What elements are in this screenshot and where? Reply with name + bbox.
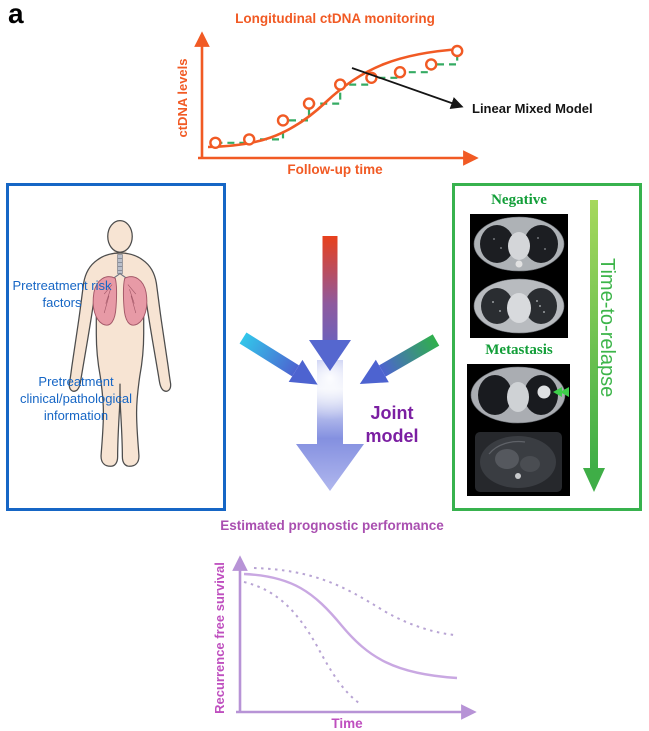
- metastasis-label: Metastasis: [485, 342, 553, 358]
- risk-factors-label: Pretreatment risk factors: [12, 278, 112, 310]
- metastasis-arrow-icon: [553, 387, 569, 397]
- body-head: [107, 219, 133, 253]
- metastasis-lesion: [537, 385, 551, 399]
- right-input-arrow: [359, 334, 440, 384]
- ctdna-y-label: ctDNA levels: [175, 59, 190, 138]
- ct-scan-metastasis: [467, 364, 570, 496]
- ct-scan-negative: [470, 214, 568, 338]
- panel-label: a: [8, 0, 24, 29]
- ctdna-fit-curve: [207, 47, 463, 149]
- ctdna-point: [451, 44, 464, 58]
- left-input-arrow: [239, 332, 318, 385]
- survival-curve: [243, 572, 458, 680]
- negative-label: Negative: [491, 192, 547, 208]
- survival-chart: Estimated prognostic performance Recurre…: [212, 518, 477, 731]
- clinical-info-label: Pretreatment clinical/pathological infor…: [19, 374, 132, 423]
- ctdna-point: [242, 133, 256, 146]
- ctdna-chart: Longitudinal ctDNA monitoring ctDNA leve…: [175, 11, 593, 177]
- time-to-relapse-arrow: [583, 200, 605, 492]
- ctdna-x-label: Follow-up time: [287, 162, 383, 177]
- ctdna-chart-title: Longitudinal ctDNA monitoring: [235, 11, 435, 26]
- trachea-rings: [117, 258, 123, 271]
- lung-left-icon: [92, 276, 118, 326]
- outcome-box: Negative Metastasis: [452, 183, 642, 511]
- confidence-lower-curve: [243, 581, 360, 704]
- ctdna-point: [425, 58, 438, 71]
- ct-negative-image: [470, 214, 568, 338]
- survival-y-label: Recurrence free survival: [212, 562, 227, 714]
- human-body-icon: [68, 219, 172, 467]
- ct-metastasis-image: [467, 364, 570, 496]
- ctdna-point: [333, 78, 347, 91]
- ctdna-point: [276, 114, 290, 127]
- body-torso: [68, 252, 172, 467]
- trachea-icon: [117, 254, 123, 274]
- ctdna-point: [302, 97, 316, 110]
- lung-right-icon: [122, 276, 148, 326]
- confidence-upper-curve: [253, 567, 455, 636]
- lmm-arrow: [351, 67, 464, 110]
- joint-model-label: Joint model: [365, 403, 419, 446]
- lung-vessels: [103, 284, 137, 314]
- ctdna-point: [209, 136, 222, 150]
- junction-glow: [288, 336, 372, 420]
- lmm-annotation: Linear Mixed Model: [472, 101, 593, 116]
- ctdna-step-line: [215, 51, 459, 144]
- time-to-relapse-label: Time-to-relapse: [596, 258, 618, 398]
- joint-model-arrows: [239, 236, 440, 491]
- ctdna-input-arrow: [309, 236, 351, 371]
- patient-box: Pretreatment risk factors Pretreatment c…: [6, 183, 226, 511]
- survival-title: Estimated prognostic performance: [220, 518, 444, 533]
- ctdna-points: [209, 44, 464, 150]
- survival-x-label: Time: [331, 716, 363, 731]
- ctdna-point: [393, 65, 407, 79]
